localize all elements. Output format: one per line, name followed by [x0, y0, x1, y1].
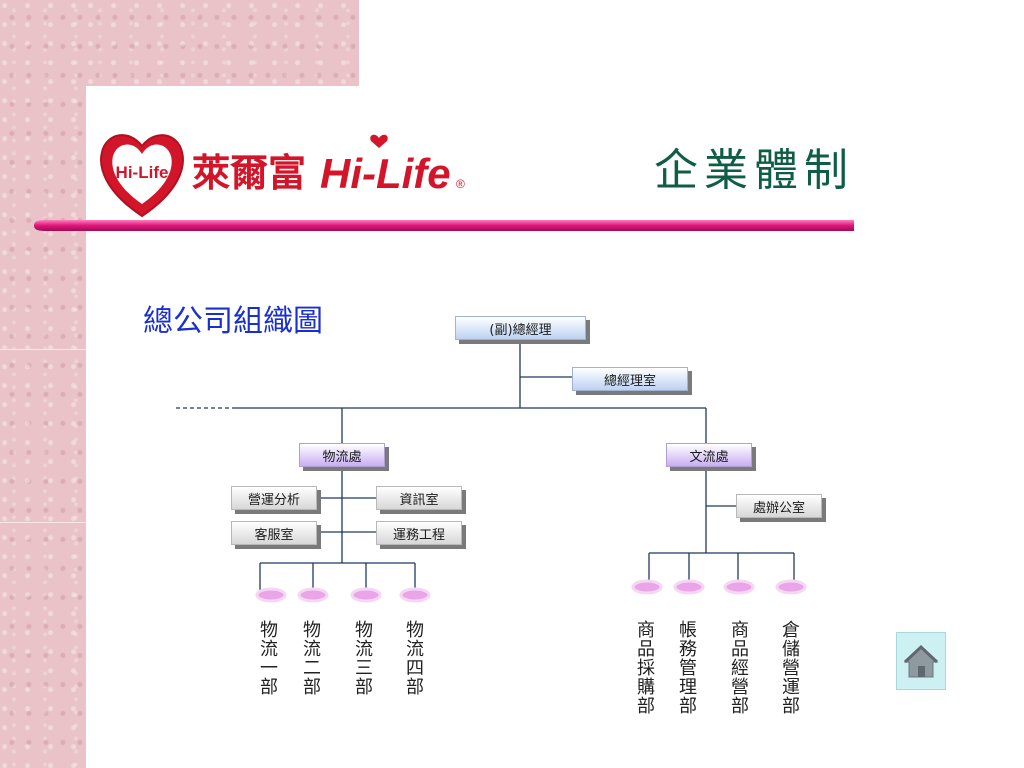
home-button[interactable] [896, 632, 946, 690]
dept-label: 物流一部 [257, 620, 278, 696]
dept-node [399, 587, 431, 603]
background-texture-top [86, 0, 359, 86]
hi-life-logo: Hi-Life 萊爾富 Hi-Life ® [100, 134, 465, 218]
org-node-gm-office[interactable]: 總經理室 [572, 367, 688, 391]
org-node-logistics-division[interactable]: 物流處 [299, 443, 385, 467]
dept-node [297, 587, 329, 603]
dept-node [255, 587, 287, 603]
logo-brand-text: 萊爾富 [192, 151, 306, 195]
dept-node [350, 587, 382, 603]
dept-node [631, 579, 663, 595]
home-icon [903, 644, 939, 678]
org-node-general-manager[interactable]: (副)總經理 [455, 316, 586, 340]
logo-heart-text: Hi-Life [116, 163, 169, 182]
dept-label: 商品採購部 [634, 620, 655, 715]
dept-node [723, 579, 755, 595]
org-node-operations-analysis[interactable]: 營運分析 [231, 486, 317, 510]
slide-title: 企業體制 [654, 145, 854, 196]
slide-canvas [86, 86, 1024, 768]
org-chart-subtitle: 總公司組織圖 [143, 304, 323, 339]
dept-label: 物流三部 [352, 620, 373, 696]
logo-registered-mark: ® [456, 177, 465, 191]
org-node-info-office[interactable]: 資訊室 [376, 486, 462, 510]
texture-divider [0, 349, 86, 350]
background-texture-left [0, 0, 86, 768]
dept-label: 物流四部 [403, 620, 424, 696]
texture-divider [0, 522, 86, 523]
logo-brand-latin: Hi-Life [320, 150, 451, 197]
dept-label: 商品經營部 [728, 620, 749, 715]
dept-label: 帳務管理部 [676, 620, 697, 715]
dept-label: 物流二部 [300, 620, 321, 696]
org-node-customer-service[interactable]: 客服室 [231, 521, 317, 545]
org-node-admin-division[interactable]: 文流處 [666, 443, 752, 467]
dept-node [775, 579, 807, 595]
title-underline-bar [34, 220, 854, 231]
dept-node [673, 579, 705, 595]
org-node-division-office[interactable]: 處辦公室 [736, 494, 822, 518]
dept-label: 倉儲營運部 [779, 620, 800, 715]
org-node-transport-engineering[interactable]: 運務工程 [376, 521, 462, 545]
